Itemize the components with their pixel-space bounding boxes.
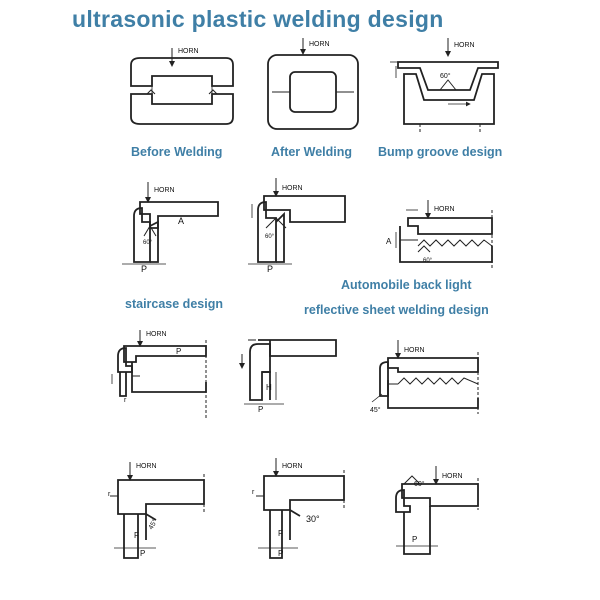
horn-label: HORN	[282, 185, 303, 192]
angle-60-label: 60°	[265, 234, 275, 240]
dim-a-label: A	[178, 216, 184, 226]
caption-automobile-back-light: Automobile back light	[341, 278, 472, 292]
horn-label: HORN	[309, 41, 330, 48]
dim-f-label: F	[134, 531, 139, 540]
angle-45-label: 45°	[370, 406, 381, 414]
angle-30-label: 30°	[306, 514, 320, 524]
angle-60-label: 60°	[440, 72, 451, 80]
caption-bump-groove: Bump groove design	[378, 145, 503, 159]
dim-a-label: A	[386, 237, 392, 246]
diagram-bump-groove: HORN 60°	[390, 38, 499, 134]
dim-p-label: P	[278, 549, 283, 558]
radius-r-label: r	[108, 491, 111, 498]
dim-p-label: P	[141, 264, 147, 274]
horn-label: HORN	[178, 48, 199, 55]
diagram-before-welding: HORN	[130, 48, 234, 125]
horn-label: HORN	[442, 473, 463, 480]
angle-60-label: 60°	[423, 258, 433, 264]
caption-reflective-sheet: reflective sheet welding design	[304, 303, 489, 317]
horn-label: HORN	[434, 206, 455, 213]
page-title: ultrasonic plastic welding design	[72, 6, 444, 32]
dim-p-label: P	[412, 535, 417, 544]
dim-f-label: F	[278, 529, 283, 538]
angle-45-label: 45°	[147, 518, 159, 531]
dim-p-label: P	[140, 549, 145, 558]
horn-label: HORN	[136, 463, 157, 470]
diagram-reflective-sheet: HORN 45°	[370, 340, 479, 414]
diagram-joint-45: HORN r F 45° P	[108, 462, 205, 559]
horn-label: HORN	[282, 463, 303, 470]
dim-p-label: P	[176, 347, 181, 356]
radius-r-label: r	[252, 489, 255, 496]
horn-label: HORN	[404, 347, 425, 354]
horn-label: HORN	[454, 42, 475, 49]
diagram-automobile-back-light: HORN 60° A	[386, 200, 493, 270]
dim-h-label: H	[266, 383, 272, 392]
diagram-staircase-a: HORN 60° A P	[122, 182, 219, 274]
angle-60-label: 60°	[143, 240, 153, 246]
diagram-shear-p: HORN P r	[111, 330, 207, 420]
caption-staircase: staircase design	[125, 297, 223, 311]
horn-label: HORN	[146, 331, 167, 338]
diagram-joint-60: HORN 60° P	[395, 466, 479, 555]
diagram-shear-h: H P	[239, 339, 337, 414]
diagram-after-welding: HORN	[267, 38, 359, 130]
horn-label: HORN	[154, 187, 175, 194]
caption-before-welding: Before Welding	[131, 145, 223, 159]
dim-p-label: P	[258, 405, 263, 414]
radius-r-label: r	[124, 397, 127, 404]
angle-60-label: 60°	[414, 480, 425, 488]
dim-p-label: P	[267, 264, 273, 274]
caption-after-welding: After Welding	[271, 145, 353, 159]
diagram-staircase-b: HORN 60° P	[248, 178, 346, 274]
diagram-joint-30: HORN r F 30° P	[252, 458, 345, 559]
